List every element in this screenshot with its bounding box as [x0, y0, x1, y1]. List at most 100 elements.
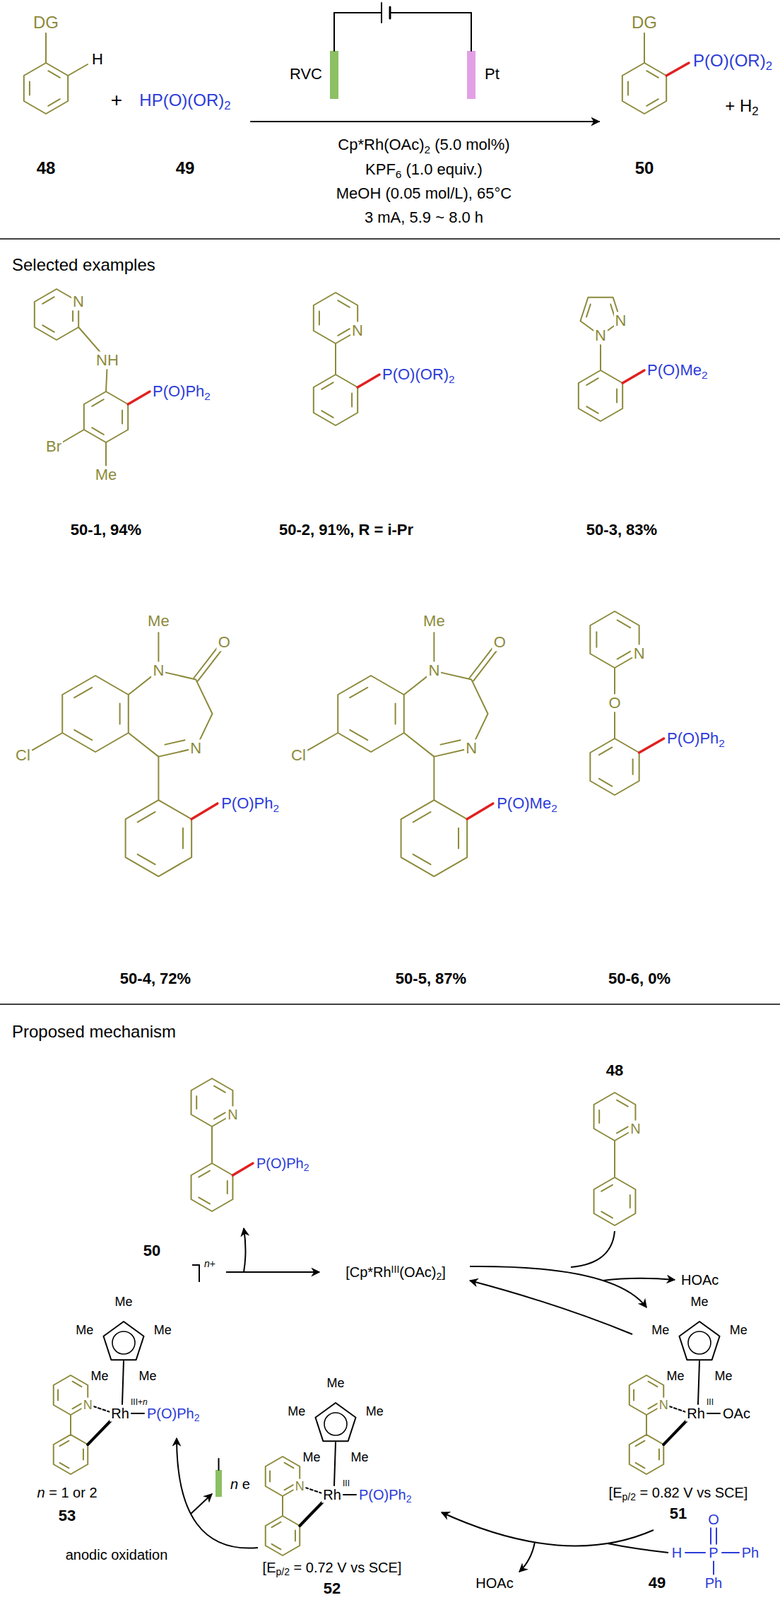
chem-label: H — [670, 1544, 684, 1561]
label-anchor: Me — [137, 1368, 159, 1384]
text-run: HOAc — [681, 1271, 719, 1288]
text-run: 6 — [395, 168, 403, 181]
label-anchor: P(O)Ph2 — [357, 1486, 413, 1503]
label-anchor: Me — [421, 611, 447, 630]
double-bond — [648, 1403, 658, 1409]
chem-label: O — [492, 633, 508, 651]
text-run: N — [152, 662, 164, 680]
double-bond — [82, 1449, 85, 1460]
new-bond — [357, 374, 380, 388]
chem-label: [Cp*RhIII(OAc)2] — [344, 1263, 448, 1281]
double-bond — [710, 1526, 712, 1545]
ring — [622, 62, 667, 114]
chem-label: OAc — [721, 1405, 752, 1422]
double-bond — [337, 328, 350, 336]
chem-label: Ph — [740, 1544, 761, 1561]
text-run: N — [72, 292, 85, 311]
text-run: N — [594, 326, 607, 345]
text-run: Ph — [741, 1544, 759, 1560]
chem-label: 50-5, 87% — [394, 969, 468, 988]
chem-label: HP(O)(OR)2 — [137, 90, 232, 111]
label-anchor: H — [90, 50, 105, 68]
ring — [678, 1321, 720, 1360]
double-bond — [137, 854, 156, 865]
chem-label: 50-4, 72% — [118, 969, 193, 988]
label-anchor: Rh — [321, 1486, 343, 1503]
text-run: (1.0 equiv.) — [401, 160, 483, 179]
label-anchor: Ph — [740, 1544, 761, 1561]
text-run: Me — [147, 611, 170, 630]
text-run: 50 — [635, 158, 655, 178]
text-run: N — [633, 644, 646, 663]
text-run: 53 — [58, 1506, 76, 1524]
label-anchor: P(O)(OR)2 — [691, 50, 774, 71]
chem-label: + H2 — [723, 96, 760, 116]
double-bond — [595, 631, 598, 647]
label-anchor: 3 mA, 5.9 ~ 8.0 h — [363, 208, 485, 227]
coordination-bond — [669, 1405, 687, 1412]
label-anchor: NH — [94, 351, 121, 369]
text-run: (OAc) — [399, 1263, 436, 1280]
text-run: N — [351, 321, 364, 340]
label-anchor: DG — [630, 12, 659, 33]
bond — [45, 32, 47, 63]
label-anchor: P(O)Ph2 — [665, 729, 727, 747]
ring — [125, 799, 193, 877]
new-bond — [666, 62, 689, 76]
new-bond — [232, 1162, 253, 1175]
text-run: P(O)(OR) — [382, 365, 449, 383]
label-anchor: Me — [688, 1294, 710, 1310]
chem-label: Me — [286, 1403, 307, 1419]
chem-label: Me — [152, 1322, 174, 1338]
chem-label: 48 — [604, 1061, 625, 1079]
label-anchor: P(O)Ph2 — [255, 1155, 311, 1172]
double-bond — [473, 650, 497, 681]
chem-label: Rh — [321, 1486, 343, 1503]
eta-bond — [334, 1442, 336, 1486]
double-bond — [469, 647, 493, 678]
text-run: Pt — [484, 65, 500, 83]
text-run: Proposed mechanism — [12, 1021, 176, 1041]
label-anchor: + — [109, 89, 124, 112]
text-run: p/2 — [276, 1565, 290, 1577]
chem-label: P(O)Ph2 — [219, 794, 281, 812]
text-run: Me — [690, 1294, 708, 1309]
double-bond — [121, 409, 123, 424]
chem-label: N — [350, 321, 365, 340]
cathode — [467, 50, 476, 99]
text-run: H — [91, 50, 104, 68]
label-anchor: Proposed mechanism — [10, 1021, 178, 1042]
text-run: III — [706, 1396, 714, 1407]
label-anchor: N — [350, 321, 365, 340]
label-anchor: 48 — [604, 1061, 625, 1079]
double-bond — [616, 1100, 629, 1107]
double-bond — [598, 1109, 600, 1123]
chem-label: 50-3, 83% — [585, 520, 659, 539]
chem-label: N — [657, 1397, 670, 1413]
chem-label: Cp*Rh(OAc)2 (5.0 mol%) — [336, 135, 511, 154]
text-run: Rh — [110, 1405, 130, 1421]
chem-label: Me — [664, 1368, 686, 1384]
double-bond — [601, 1184, 613, 1192]
label-anchor: O — [706, 1511, 721, 1528]
text-run: Rh — [322, 1486, 342, 1503]
double-bond — [72, 1381, 82, 1387]
text-run: DG — [631, 12, 658, 32]
label-anchor: 50-3, 83% — [585, 520, 659, 539]
metal-carbon-bond — [299, 1500, 324, 1526]
new-bond — [467, 803, 494, 819]
label-anchor: N — [81, 1397, 94, 1413]
text-run: Me — [365, 1403, 384, 1418]
chem-label: 50-2, 91%, R = i-Pr — [277, 520, 415, 539]
charge-bracket — [192, 1264, 200, 1282]
chem-label: Me — [421, 611, 447, 630]
reaction-arrow — [176, 1437, 258, 1548]
chem-label: P(O)Ph2 — [255, 1155, 311, 1172]
ring — [191, 1162, 234, 1211]
new-bond — [622, 370, 645, 383]
label-anchor: anodic oxidation — [64, 1546, 170, 1563]
divider — [0, 238, 780, 240]
label-anchor: N — [293, 1478, 306, 1494]
chem-label: NH — [94, 351, 121, 369]
bond — [433, 756, 435, 800]
